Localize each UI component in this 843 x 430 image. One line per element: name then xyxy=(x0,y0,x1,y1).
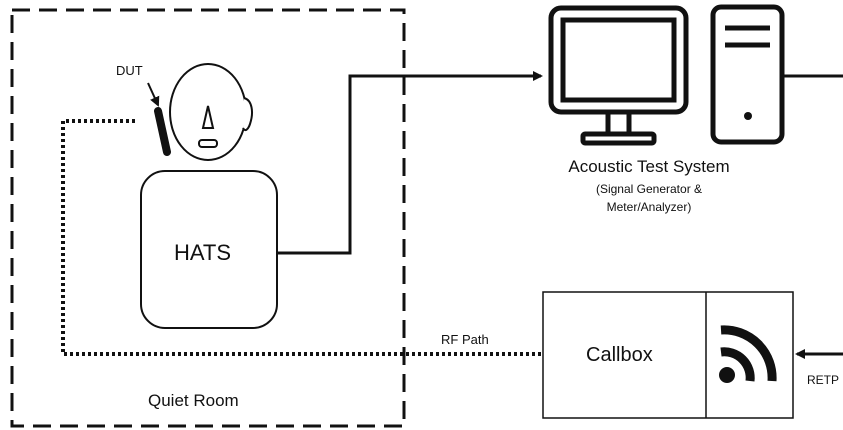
retp-label: RETP xyxy=(807,373,840,387)
callbox-label: Callbox xyxy=(586,344,653,366)
rf-path-label: RF Path xyxy=(441,332,489,347)
acoustic-system-subtitle-2: Meter/Analyzer) xyxy=(606,200,692,214)
quiet-room-label: Quiet Room xyxy=(148,391,239,410)
acoustic-system-title: Acoustic Test System xyxy=(568,157,730,176)
monitor-icon xyxy=(548,5,689,146)
wifi-signal-icon xyxy=(719,325,777,383)
hats-body xyxy=(140,170,278,329)
tower-icon xyxy=(710,4,785,145)
rf-path-line xyxy=(61,119,545,356)
dut-device xyxy=(154,107,171,156)
acoustic-system-subtitle-1: (Signal Generator & xyxy=(595,182,703,196)
dut-pointer xyxy=(147,82,160,107)
dut-label: DUT xyxy=(116,63,143,78)
quiet-room-boundary xyxy=(10,8,406,428)
callbox-box xyxy=(542,291,794,419)
audio-connection xyxy=(277,71,543,255)
hats-head xyxy=(169,63,253,161)
hats-label: HATS xyxy=(174,240,232,265)
